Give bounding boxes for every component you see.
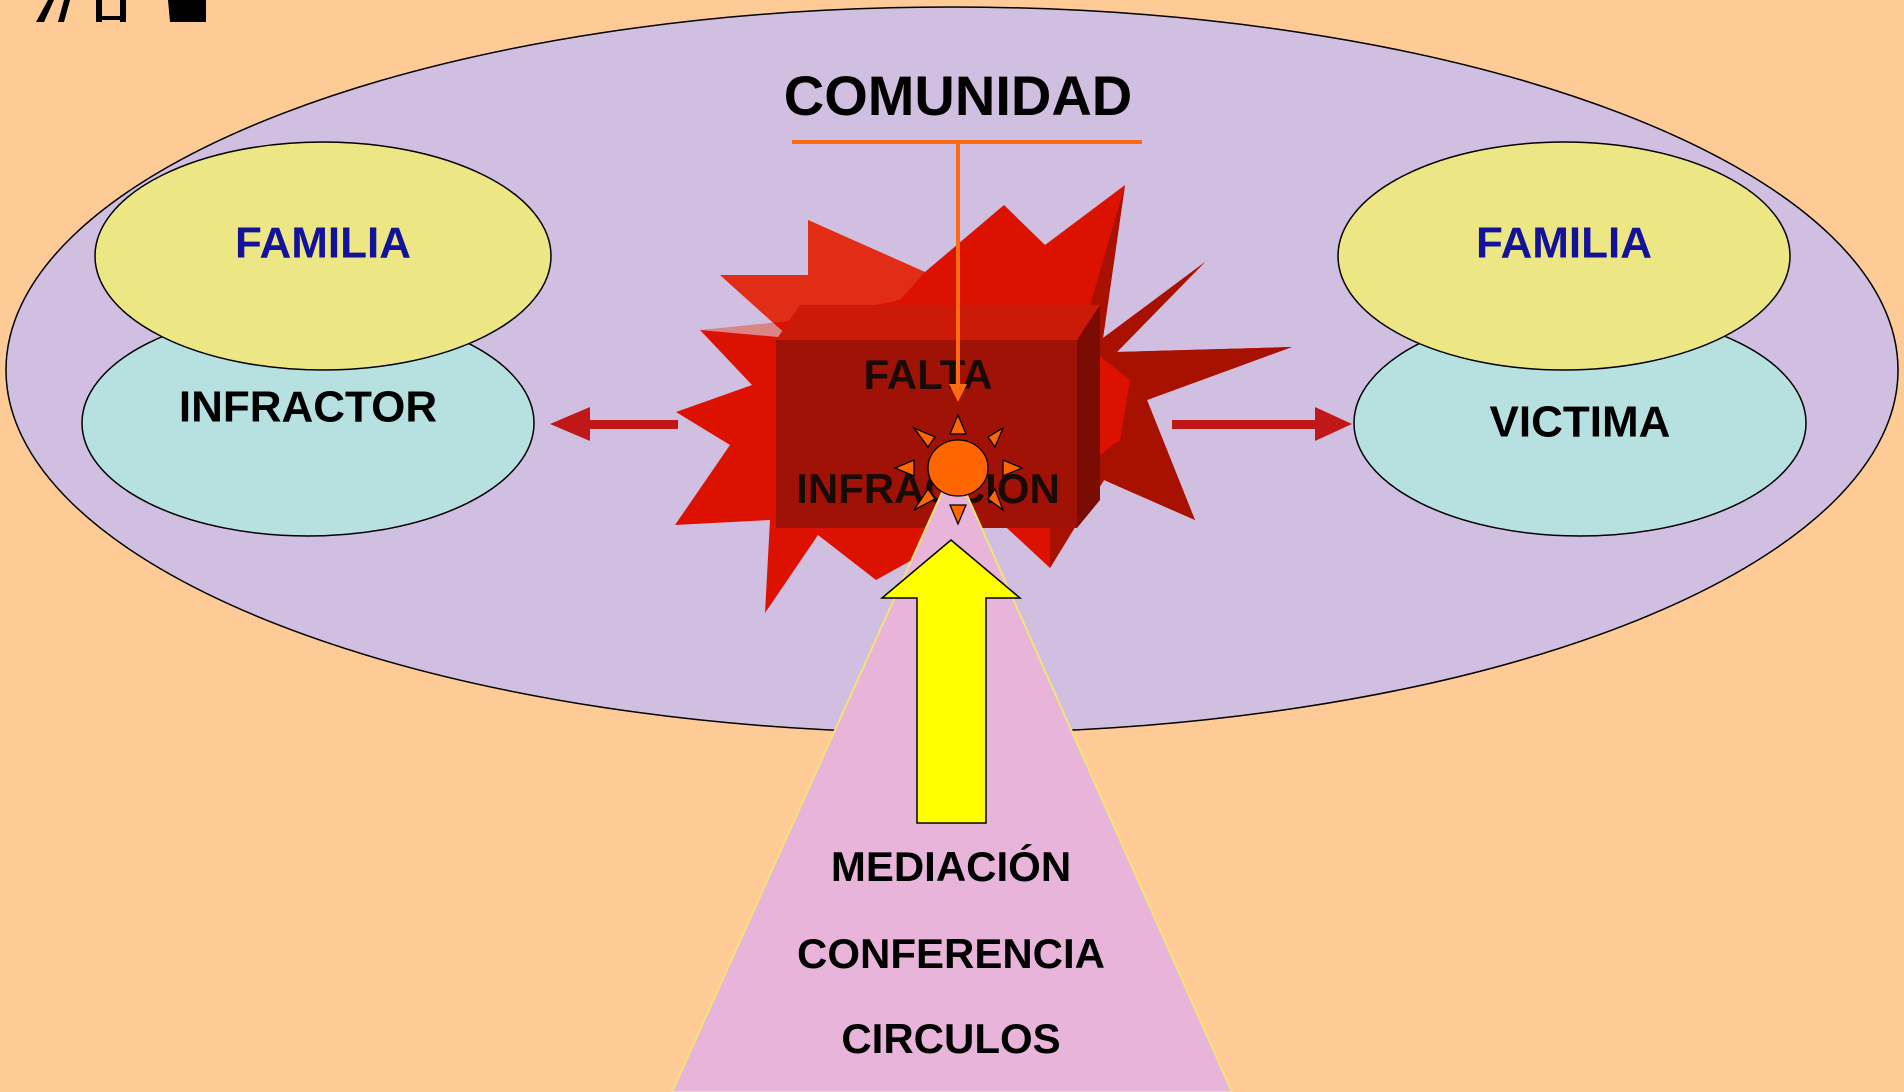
falta-label: FALTA [863,351,992,398]
right-arrow [1172,407,1352,441]
right-group: FAMILIA VICTIMA [1337,141,1807,537]
comunidad-label: COMUNIDAD [784,64,1132,127]
left-group: FAMILIA INFRACTOR [81,141,552,537]
right-family-ellipse [1337,141,1791,371]
left-family-ellipse [94,141,552,371]
right-family-label: FAMILIA [1476,219,1652,268]
left-family-label: FAMILIA [235,219,411,268]
left-arrow [550,407,678,441]
up-arrow [879,539,1023,824]
sun-icon [893,413,1024,526]
falta-block: FALTA INFRACCIÓN [776,305,1100,528]
comunidad-connector [792,140,1142,402]
victima-label: VICTIMA [1490,398,1671,447]
infractor-label: INFRACTOR [179,383,437,432]
method-circulos: CIRCULOS [841,1015,1060,1062]
logo-icon [36,0,206,22]
method-mediacion: MEDIACIÓN [831,842,1071,890]
method-conferencia: CONFERENCIA [797,930,1105,977]
